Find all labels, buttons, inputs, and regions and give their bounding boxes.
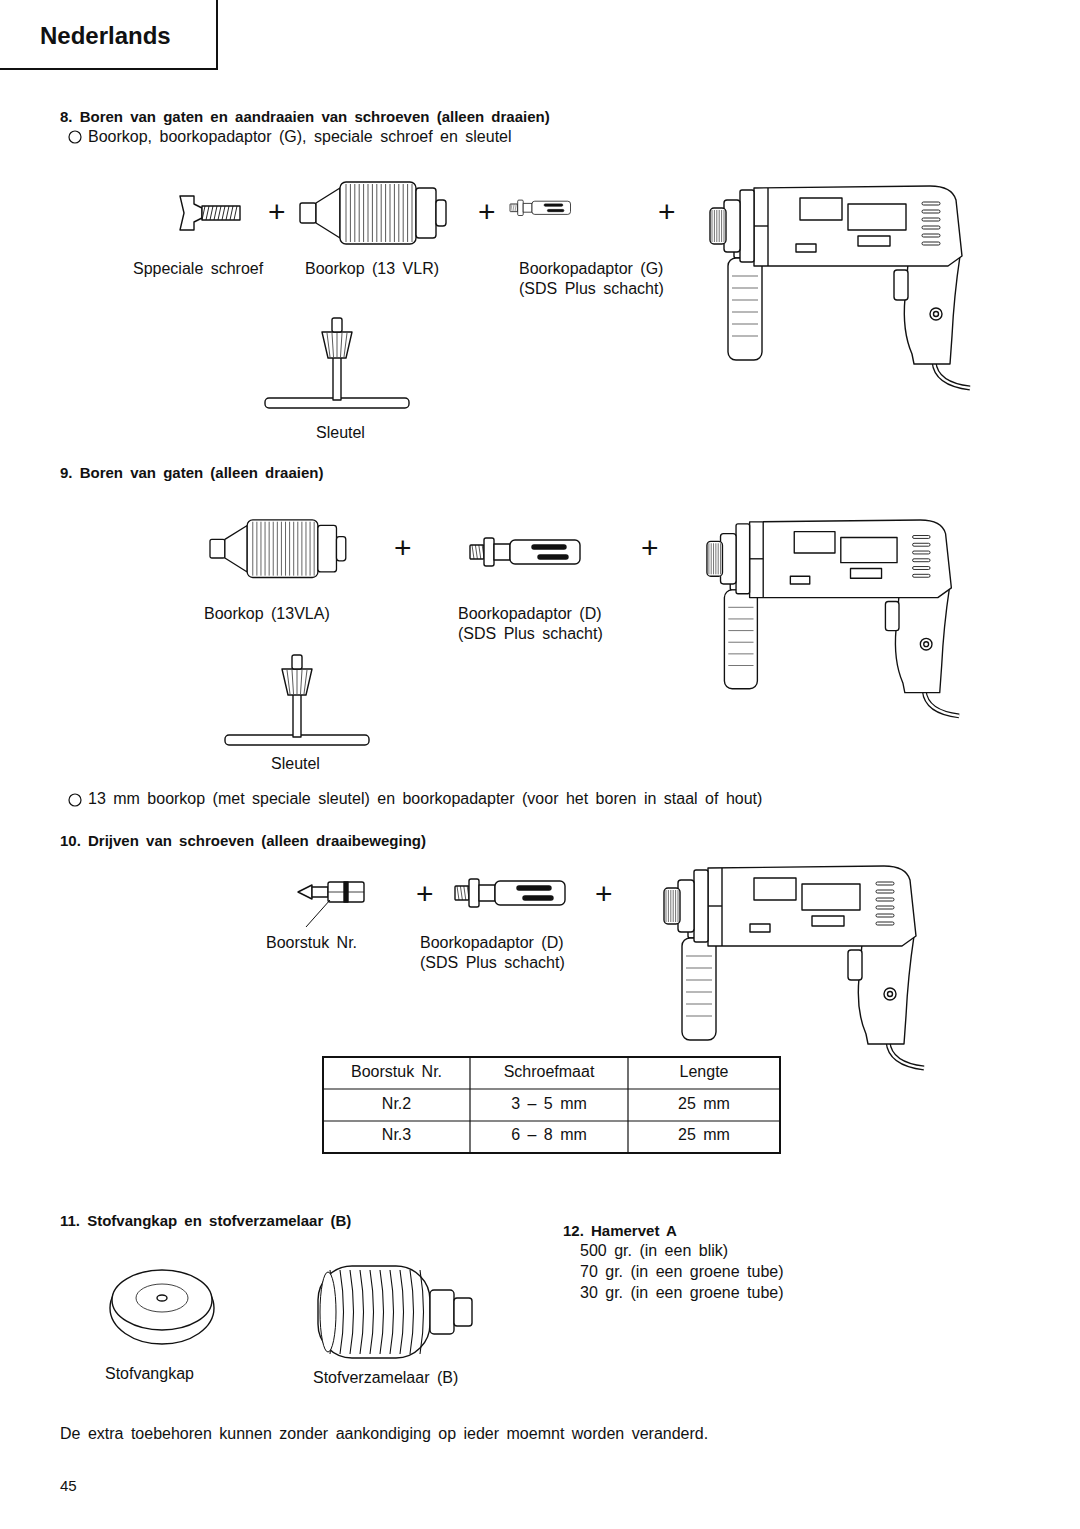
chuck-adaptor	[470, 538, 580, 566]
table-cell: Nr.3	[323, 1125, 470, 1145]
table-cell: 3 – 5 mm	[470, 1094, 628, 1114]
part-label: 500 gr. (in een blik)	[580, 1241, 728, 1261]
leader-line	[306, 900, 330, 927]
part-label: Boorstuk Nr.	[266, 933, 357, 953]
table-cell: Boorstuk Nr.	[323, 1062, 470, 1082]
drill-chuck	[210, 520, 346, 578]
plus-sign: +	[595, 879, 613, 909]
tab-title: Nederlands	[40, 22, 186, 50]
part-label: Boorkopadaptor (G) (SDS Plus schacht)	[519, 259, 691, 299]
section-heading: 10. Drijven van schroeven (alleen draaib…	[60, 831, 426, 851]
plus-sign: +	[268, 197, 286, 227]
table-cell: 6 – 8 mm	[470, 1125, 628, 1145]
part-label: 70 gr. (in een groene tube)	[580, 1262, 784, 1282]
screwdriver-bit	[298, 882, 364, 902]
bullet	[69, 794, 81, 806]
language-tab: Nederlands	[0, 0, 218, 70]
plus-sign: +	[641, 533, 659, 563]
section-heading: 12. Hamervet A	[563, 1221, 677, 1241]
special-screw	[180, 196, 240, 230]
plus-sign: +	[478, 197, 496, 227]
section-heading: 8. Boren van gaten en aandraaien van sch…	[60, 107, 550, 127]
part-label: Stofvangkap	[105, 1364, 194, 1384]
part-label: Boorkop (13VLA)	[204, 604, 330, 624]
part-label: De extra toebehoren kunnen zonder aankon…	[60, 1424, 708, 1444]
part-label: Boorkop (13 VLR)	[305, 259, 439, 279]
plus-sign: +	[416, 879, 434, 909]
part-label: 45	[60, 1476, 77, 1496]
table-grid	[323, 1057, 780, 1153]
part-label: Boorkopadaptor (D) (SDS Plus schacht)	[458, 604, 630, 644]
chuck-key	[265, 318, 409, 408]
bullet	[69, 131, 81, 143]
chuck-adaptor	[510, 200, 571, 215]
table-cell: 25 mm	[628, 1094, 780, 1114]
table-cell: Lengte	[628, 1062, 780, 1082]
part-label: Sleutel	[271, 754, 320, 774]
drill-chuck	[300, 182, 446, 244]
part-label: Sppeciale schroef	[133, 259, 263, 279]
chuck-adaptor	[455, 879, 565, 907]
part-label: 30 gr. (in een groene tube)	[580, 1283, 784, 1303]
plus-sign: +	[394, 533, 412, 563]
rotary-hammer-drill	[710, 186, 970, 388]
part-label: Boorkop, boorkopadaptor (G), speciale sc…	[88, 127, 512, 147]
section-heading: 9. Boren van gaten (alleen draaien)	[60, 463, 323, 483]
dust-cup	[110, 1270, 214, 1344]
part-label: Stofverzamelaar (B)	[313, 1368, 458, 1388]
plus-sign: +	[658, 197, 676, 227]
table-cell: Nr.2	[323, 1094, 470, 1114]
part-label: Boorkopadaptor (D) (SDS Plus schacht)	[420, 933, 592, 973]
section-heading: 11. Stofvangkap en stofverzamelaar (B)	[60, 1211, 351, 1231]
part-label: 13 mm boorkop (met speciale sleutel) en …	[88, 789, 762, 809]
part-label: Sleutel	[316, 423, 365, 443]
rotary-hammer-drill	[707, 520, 959, 716]
rotary-hammer-drill	[664, 866, 924, 1068]
chuck-key	[225, 655, 369, 745]
dust-collector	[318, 1266, 472, 1358]
table-cell: Schroefmaat	[470, 1062, 628, 1082]
table-cell: 25 mm	[628, 1125, 780, 1145]
